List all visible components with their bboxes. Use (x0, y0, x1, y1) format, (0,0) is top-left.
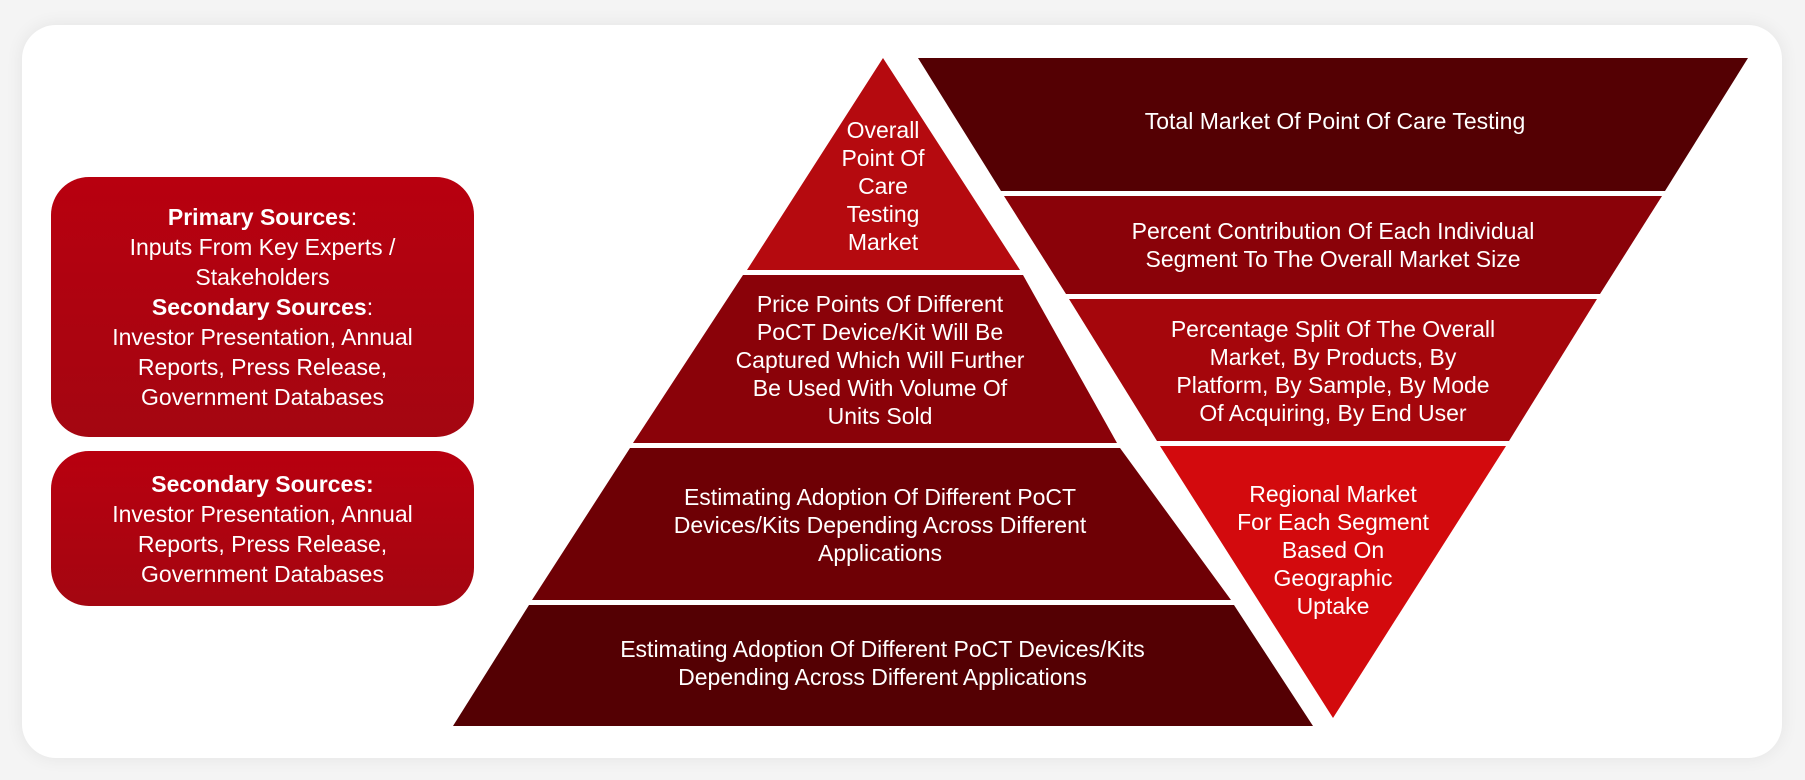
pyramid-tier-3-label: Estimating Adoption Of Different PoCT De… (673, 484, 1087, 566)
secondary-sources-heading: Secondary Sources: (151, 470, 374, 497)
inverted-tier-1 (918, 58, 1748, 191)
pyramid-tier-1 (747, 58, 1020, 270)
pyramid-tier-4-label: Estimating Adoption Of Different PoCT De… (620, 636, 1145, 690)
secondary-sources-line: Reports, Press Release, (137, 530, 388, 557)
inverted-tier-4-label: Regional Market For Each Segment Based O… (1237, 481, 1429, 619)
inverted-tier-2 (1004, 196, 1662, 294)
secondary-sources-line: Government Databases (141, 560, 384, 587)
pyramid-tier-4 (453, 605, 1313, 726)
secondary-sources-line: Reports, Press Release, (137, 354, 388, 380)
pyramid-tier-2-label: Price Points Of Different PoCT Device/Ki… (735, 291, 1025, 429)
primary-secondary-sources-box: Primary Sources: Inputs From Key Experts… (51, 177, 474, 437)
inverted-tier-2-label: Percent Contribution Of Each Individual … (1131, 218, 1535, 272)
inverted-tier-4 (1160, 446, 1506, 718)
secondary-sources-box: Secondary Sources: Investor Presentation… (51, 451, 474, 606)
primary-sources-line: Stakeholders (195, 264, 330, 290)
pyramid-tier-3 (532, 448, 1231, 600)
inverted-tier-1-label: Total Market Of Point Of Care Testing (1144, 108, 1526, 134)
inverted-tier-3-label: Percentage Split Of The Overall Market, … (1170, 316, 1496, 426)
secondary-sources-line: Government Databases (141, 384, 384, 410)
pyramid-tier-2 (633, 275, 1117, 443)
pyramid-tier-1-label: Overall Point Of Care Testing Market (841, 116, 925, 255)
secondary-sources-line: Investor Presentation, Annual (112, 500, 413, 527)
inverted-tier-3 (1069, 299, 1597, 441)
secondary-sources-line: Investor Presentation, Annual (112, 324, 413, 350)
secondary-sources-heading: Secondary Sources: (151, 294, 374, 320)
primary-sources-heading: Primary Sources: (167, 204, 358, 230)
primary-sources-line: Inputs From Key Experts / (129, 234, 396, 260)
